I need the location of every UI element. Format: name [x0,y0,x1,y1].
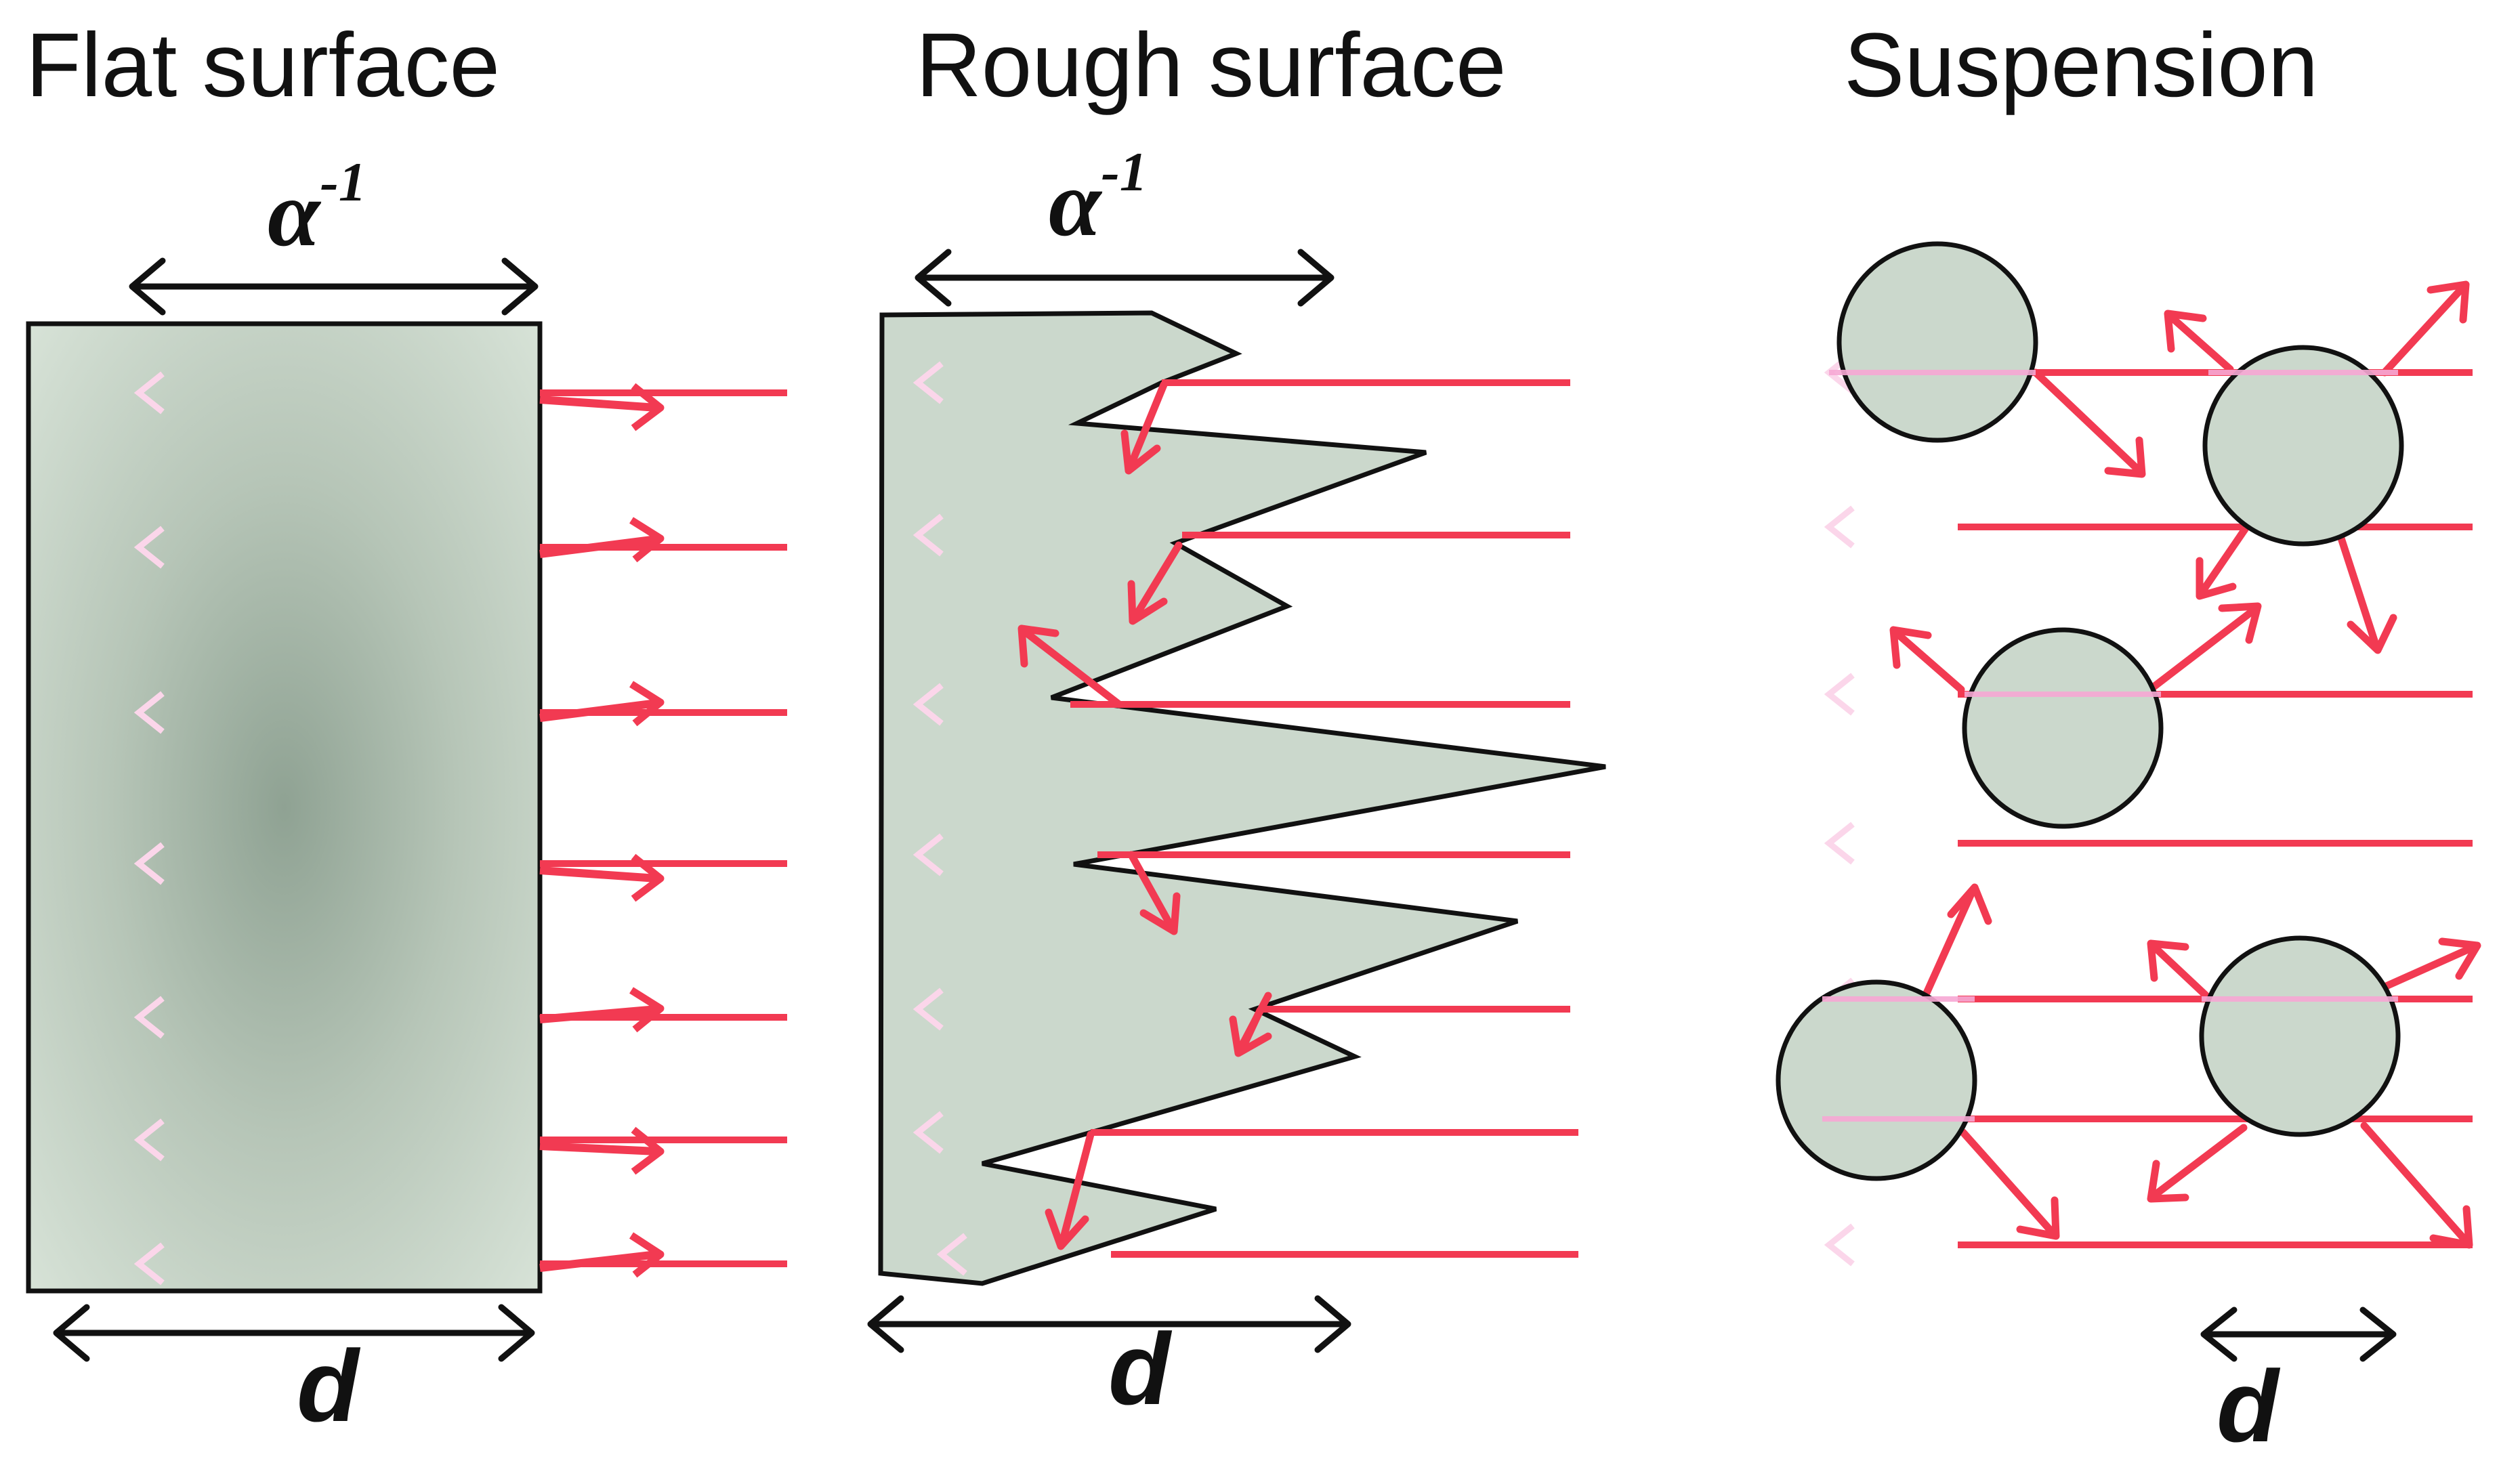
rough-beams [911,361,1578,1276]
flat-beam-row [132,1118,787,1175]
flat-absorption-length-label: α-1 [268,151,366,266]
flat-surface-title: Flat surface [26,15,501,116]
rough-scattered-arrows [1017,381,1272,1250]
suspension-particles [1776,241,2404,1181]
flat-beam-row [132,517,787,569]
particle [1962,627,2164,829]
suspension-panel [1776,241,2481,1362]
flat-thickness-arrow [53,1304,535,1362]
flat-surface-panel [26,257,787,1362]
flat-beam-row [132,371,787,431]
flat-slab [26,321,543,1294]
rough-surface-title: Rough surface [916,15,1507,116]
suspension-title: Suspension [1844,15,2319,116]
rough-thickness-label: d [1108,1312,1171,1426]
rough-absorption-length-label: α-1 [1049,141,1148,256]
flat-thickness-label: d [297,1329,359,1443]
flat-beam-row [132,1232,787,1286]
particle [2202,345,2404,547]
particle [2199,935,2401,1137]
flat-absorption-length-arrow [129,257,539,316]
flat-beam-row [132,681,787,734]
rough-thickness-arrow [867,1295,1351,1353]
rough-material [878,310,1606,1286]
suspension-scattered-arrows [1889,280,2481,1249]
suspension-passthrough-beams [1822,370,2398,1122]
flat-beam-row [132,987,787,1039]
rough-surface-panel [867,249,1606,1353]
particle-size-arrow [2200,1307,2397,1362]
rough-absorption-length-arrow [915,249,1335,307]
flat-beam-row [132,842,787,902]
particle-size-label: d [2217,1349,2279,1463]
flat-beams [132,371,787,1286]
particle [1836,241,2038,443]
particle [1776,979,1977,1181]
